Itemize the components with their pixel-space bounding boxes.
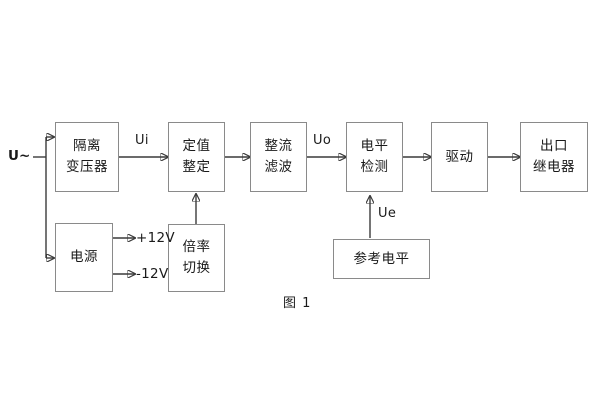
block-output-relay[interactable]: 出口 继电器 — [520, 122, 588, 192]
block-output-relay-line2: 继电器 — [533, 159, 575, 175]
block-level-detect-line2: 检测 — [360, 159, 389, 175]
block-reference-level-line1: 参考电平 — [353, 250, 410, 267]
block-isolation-transformer-line1: 隔离 — [73, 138, 101, 155]
block-output-relay-line1: 出口 — [540, 138, 568, 155]
block-isolation-transformer[interactable]: 隔离 变压器 — [55, 122, 119, 192]
figure-caption: 图 1 — [283, 296, 312, 311]
block-setting-adjust-line1: 定值 — [182, 138, 211, 155]
input-label-u-ac: U~ — [8, 148, 31, 164]
block-level-detect[interactable]: 电平 检测 — [346, 122, 403, 192]
signal-label-ui: Ui — [135, 133, 149, 148]
block-rectify-filter-line1: 整流 — [264, 138, 293, 155]
block-setting-adjust[interactable]: 定值 整定 — [168, 122, 225, 192]
block-rectify-filter[interactable]: 整流 滤波 — [250, 122, 307, 192]
signal-label-ue: Ue — [378, 206, 397, 221]
signal-label-uo: Uo — [313, 133, 332, 148]
block-level-detect-line1: 电平 — [360, 138, 389, 155]
block-rectify-filter-line2: 滤波 — [264, 159, 293, 175]
block-power-supply[interactable]: 电源 — [55, 223, 113, 292]
block-isolation-transformer-line2: 变压器 — [66, 159, 108, 175]
block-setting-adjust-line2: 整定 — [182, 159, 211, 175]
rail-label-positive-12v: +12V — [136, 230, 175, 246]
block-drive[interactable]: 驱动 — [431, 122, 488, 192]
block-ratio-switch[interactable]: 倍率 切换 — [168, 224, 225, 292]
block-ratio-switch-line1: 倍率 — [182, 239, 211, 256]
block-ratio-switch-line2: 切换 — [182, 260, 211, 276]
block-power-supply-line1: 电源 — [70, 249, 98, 266]
rail-label-negative-12v: -12V — [136, 266, 169, 282]
block-reference-level[interactable]: 参考电平 — [333, 239, 430, 279]
block-drive-line1: 驱动 — [445, 148, 474, 165]
